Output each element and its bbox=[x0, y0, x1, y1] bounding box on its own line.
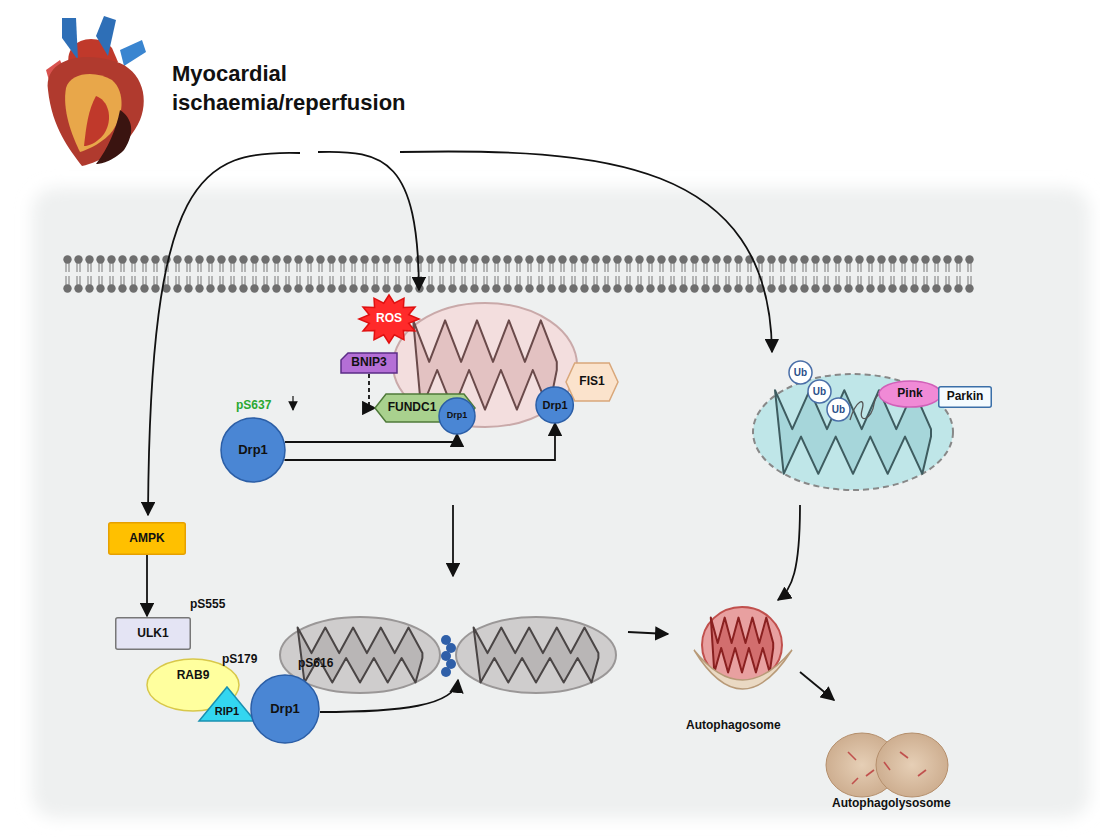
node-text: Ub bbox=[813, 386, 826, 397]
phospho-site: pS555 bbox=[190, 597, 225, 611]
shape-outline bbox=[439, 398, 475, 434]
shape-outline bbox=[808, 380, 831, 403]
kinase-box: ULK1 bbox=[115, 617, 191, 650]
shape-outline bbox=[789, 361, 812, 384]
shape-outline bbox=[251, 675, 319, 743]
ubiquitin: Ub bbox=[807, 379, 832, 404]
shape-outline bbox=[199, 687, 255, 721]
node-text: Parkin bbox=[947, 390, 984, 403]
drp1-circle: Drp1 bbox=[438, 397, 476, 435]
node-text: Ub bbox=[794, 367, 807, 378]
ros-burst: ROS bbox=[358, 294, 420, 344]
protein-ellipse: Pink bbox=[878, 380, 942, 408]
node-text: FUNDC1 bbox=[388, 401, 437, 414]
node-text: ROS bbox=[376, 312, 402, 325]
title: Myocardial ischaemia/reperfusion bbox=[172, 60, 462, 117]
protein-label: FIS1 bbox=[565, 362, 619, 402]
node-text: RIP1 bbox=[215, 705, 239, 717]
drp1-circle: Drp1 bbox=[250, 674, 320, 744]
stage-label: Autophagosome bbox=[686, 718, 781, 732]
shape-outline bbox=[566, 363, 618, 401]
node-text: AMPK bbox=[129, 532, 164, 545]
arrow-connector bbox=[285, 434, 457, 442]
shape-outline bbox=[879, 381, 941, 407]
shape-outline bbox=[359, 295, 419, 343]
shape-outline bbox=[109, 523, 186, 555]
node-text: Drp1 bbox=[542, 399, 567, 411]
ubiquitin: Ub bbox=[826, 397, 851, 422]
arrow-connector bbox=[284, 423, 555, 460]
shape-outline bbox=[827, 398, 850, 421]
node-text: Pink bbox=[897, 387, 922, 400]
phospho-site: pS179 bbox=[222, 652, 257, 666]
node-text: FIS1 bbox=[579, 375, 604, 388]
node-text: Drp1 bbox=[238, 443, 268, 457]
drp1-circle: Drp1 bbox=[535, 386, 574, 424]
shape-outline bbox=[341, 353, 397, 373]
protein-box: Parkin bbox=[938, 386, 992, 408]
phospho-site: pS637 bbox=[236, 398, 271, 412]
shape-outline bbox=[221, 418, 285, 482]
drp1-circle: Drp1 bbox=[220, 417, 286, 483]
node-text: BNIP3 bbox=[351, 356, 386, 369]
shape-outline bbox=[939, 387, 992, 408]
arrow-connector bbox=[146, 555, 148, 616]
node-text: ULK1 bbox=[137, 627, 168, 640]
node-text: Ub bbox=[832, 404, 845, 415]
node-text: Drp1 bbox=[447, 411, 468, 421]
protein-triangle: RIP1 bbox=[198, 686, 256, 722]
stage-label: Autophagolysosome bbox=[832, 796, 951, 810]
node-text: Drp1 bbox=[270, 702, 300, 716]
phospho-site: pS616 bbox=[298, 656, 333, 670]
shape-outline bbox=[536, 387, 573, 423]
shape-outline bbox=[116, 618, 191, 650]
protein-label: BNIP3 bbox=[340, 352, 398, 374]
arrow-connector bbox=[369, 374, 375, 408]
kinase-box: AMPK bbox=[108, 522, 186, 555]
node-text: RAB9 bbox=[177, 669, 210, 682]
ubiquitin: Ub bbox=[788, 360, 813, 385]
